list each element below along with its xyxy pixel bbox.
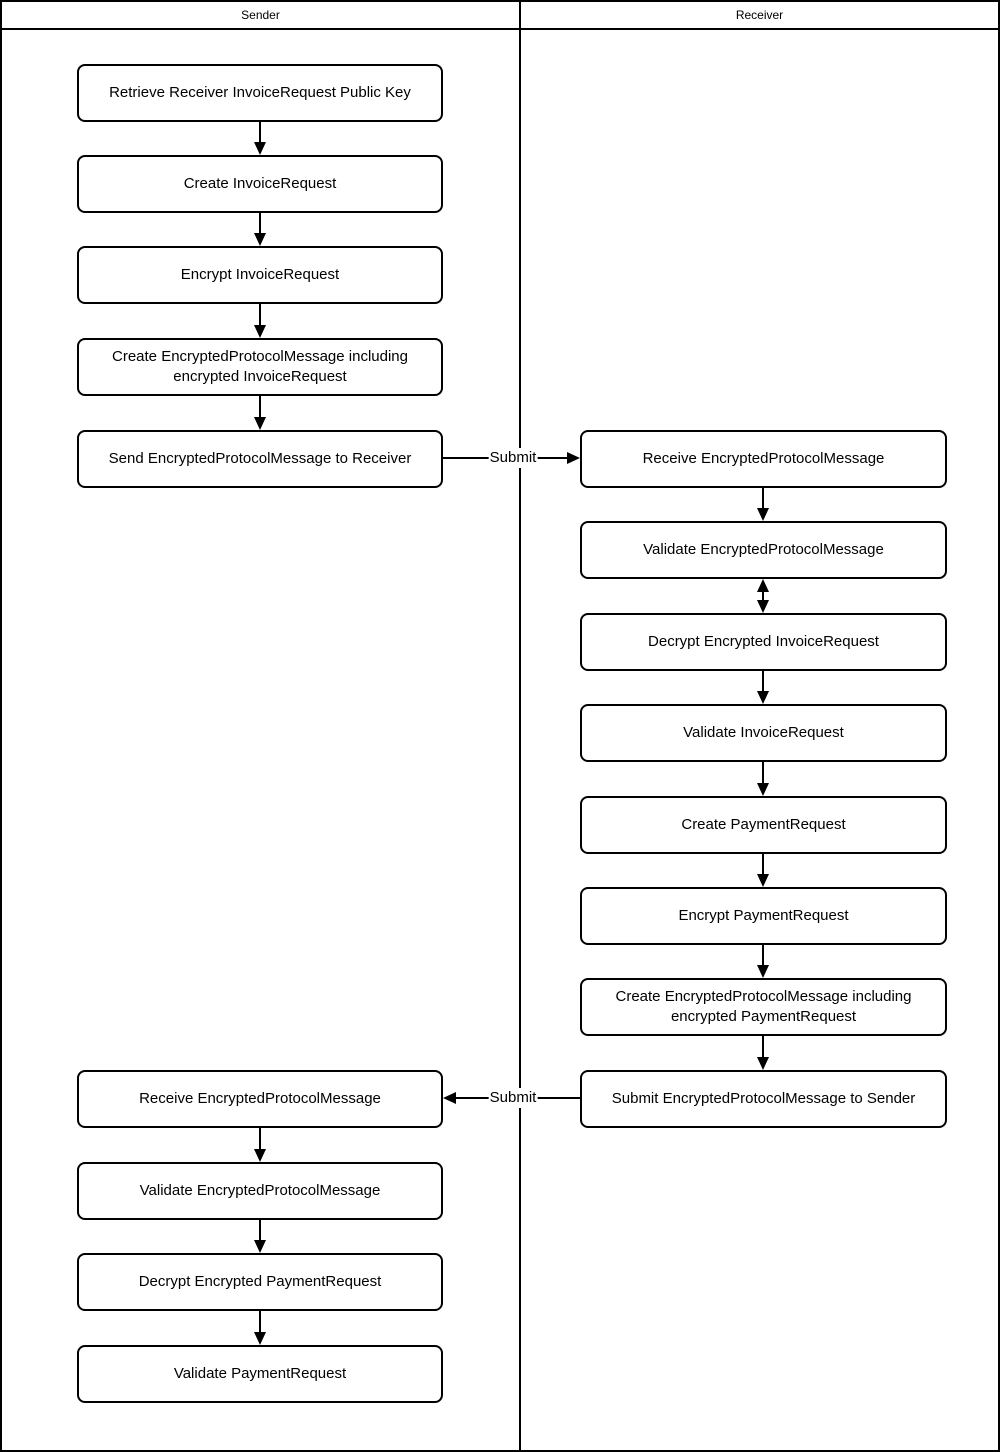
lane-header-sender: Sender xyxy=(2,2,519,30)
node-create-paymentrequest: Create PaymentRequest xyxy=(580,796,947,854)
node-decrypt-encrypted-paymentrequest: Decrypt Encrypted PaymentRequest xyxy=(77,1253,443,1311)
lane-header-receiver: Receiver xyxy=(521,2,998,30)
node-receiver-receive-encryptedprotocolmessage: Receive EncryptedProtocolMessage xyxy=(580,430,947,488)
node-create-encryptedprotocolmessage-invoicerequest: Create EncryptedProtocolMessage includin… xyxy=(77,338,443,396)
submit-label: Submit xyxy=(488,448,538,468)
node-sender-receive-encryptedprotocolmessage: Receive EncryptedProtocolMessage xyxy=(77,1070,443,1128)
node-receiver-validate-encryptedprotocolmessage: Validate EncryptedProtocolMessage xyxy=(580,521,947,579)
node-decrypt-encrypted-invoicerequest: Decrypt Encrypted InvoiceRequest xyxy=(580,613,947,671)
node-send-encryptedprotocolmessage-to-receiver: Send EncryptedProtocolMessage to Receive… xyxy=(77,430,443,488)
node-encrypt-invoicerequest: Encrypt InvoiceRequest xyxy=(77,246,443,304)
node-validate-invoicerequest: Validate InvoiceRequest xyxy=(580,704,947,762)
node-submit-encryptedprotocolmessage-to-sender: Submit EncryptedProtocolMessage to Sende… xyxy=(580,1070,947,1128)
submit-label: Submit xyxy=(488,1088,538,1108)
node-create-invoicerequest: Create InvoiceRequest xyxy=(77,155,443,213)
node-create-encryptedprotocolmessage-paymentrequest: Create EncryptedProtocolMessage includin… xyxy=(580,978,947,1036)
lane-divider xyxy=(519,2,521,1450)
node-validate-paymentrequest: Validate PaymentRequest xyxy=(77,1345,443,1403)
node-retrieve-invoicerequest-public-key: Retrieve Receiver InvoiceRequest Public … xyxy=(77,64,443,122)
node-sender-validate-encryptedprotocolmessage: Validate EncryptedProtocolMessage xyxy=(77,1162,443,1220)
node-encrypt-paymentrequest: Encrypt PaymentRequest xyxy=(580,887,947,945)
